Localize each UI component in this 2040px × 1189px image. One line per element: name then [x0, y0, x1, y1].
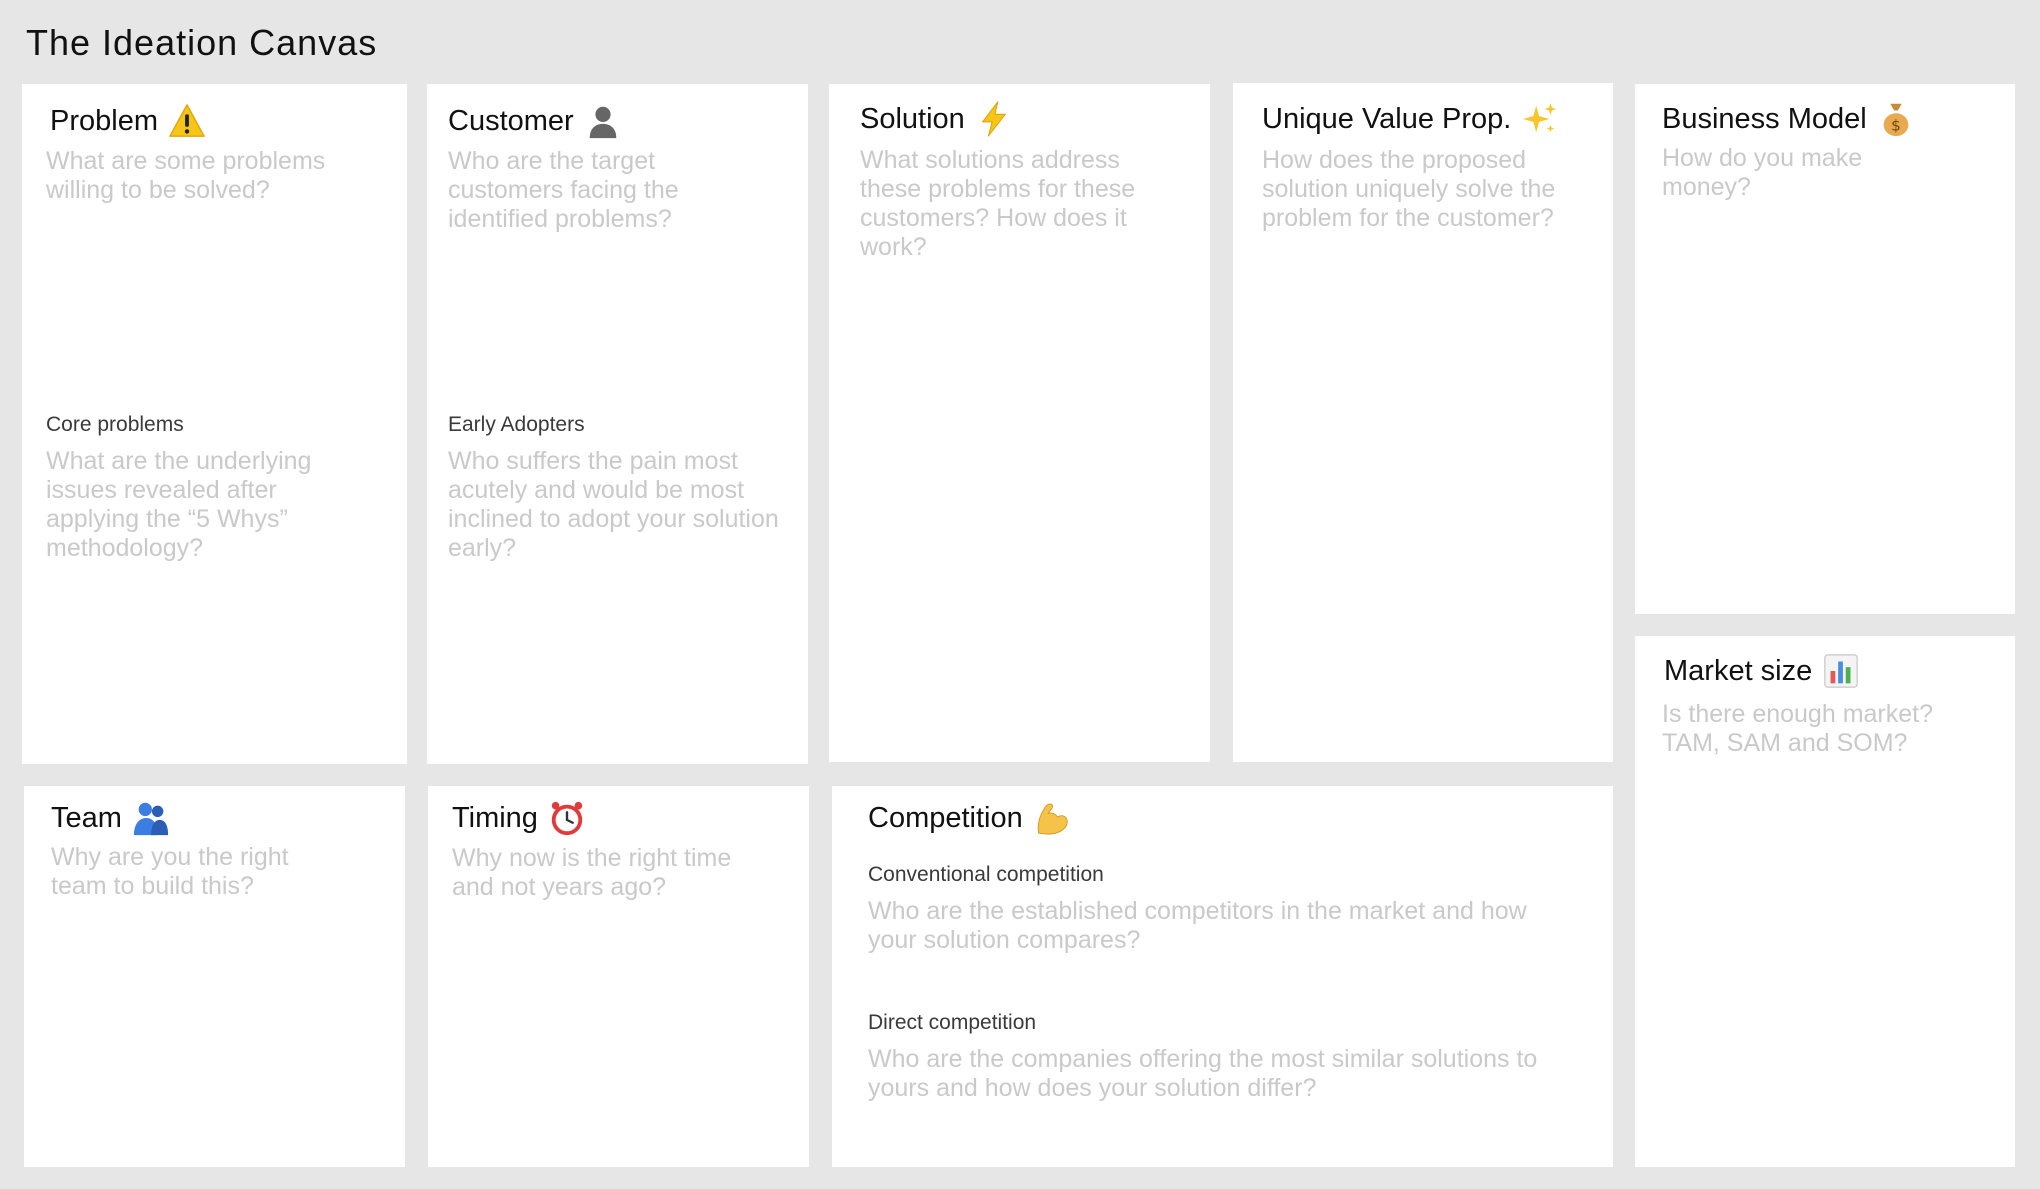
- competition-title: Competition: [868, 801, 1023, 834]
- competition-title-row: Competition: [868, 799, 1071, 837]
- business-model-card[interactable]: Business Model $ How do you make money?: [1635, 84, 2015, 614]
- money-bag-icon: $: [1877, 100, 1915, 138]
- lightning-icon: [975, 100, 1013, 138]
- problem-title-row: Problem: [50, 102, 206, 140]
- business-model-hint: How do you make money?: [1662, 144, 1863, 201]
- team-title-row: Team: [51, 799, 170, 837]
- market-size-title-row: Market size: [1664, 652, 1860, 690]
- bar-chart-icon: [1822, 652, 1860, 690]
- uvp-hint: How does the proposed solution uniquely …: [1262, 146, 1556, 232]
- solution-title-row: Solution: [860, 100, 1013, 138]
- person-silhouette-icon: [584, 102, 622, 140]
- solution-hint: What solutions address these problems fo…: [860, 146, 1136, 261]
- people-hugging-icon: [132, 799, 170, 837]
- customer-sub-hint: Who suffers the pain most acutely and wo…: [448, 447, 779, 562]
- problem-card[interactable]: Problem What are some problems willing t…: [22, 84, 407, 764]
- problem-sub-label: Core problems: [46, 413, 184, 436]
- uvp-title-row: Unique Value Prop.: [1262, 100, 1559, 138]
- customer-title: Customer: [448, 104, 574, 137]
- problem-hint: What are some problems willing to be sol…: [46, 147, 326, 204]
- problem-title: Problem: [50, 104, 158, 137]
- team-title: Team: [51, 801, 122, 834]
- business-model-title-row: Business Model $: [1662, 100, 1915, 138]
- alarm-clock-icon: [548, 799, 586, 837]
- market-size-title: Market size: [1664, 654, 1813, 687]
- customer-card[interactable]: Customer Who are the target customers fa…: [427, 84, 808, 764]
- solution-card[interactable]: Solution What solutions address these pr…: [829, 84, 1210, 762]
- solution-title: Solution: [860, 102, 965, 135]
- timing-hint: Why now is the right time and not years …: [452, 844, 732, 901]
- uvp-title: Unique Value Prop.: [1262, 102, 1512, 135]
- customer-title-row: Customer: [448, 102, 622, 140]
- timing-card[interactable]: Timing Why now is the right time and not…: [428, 786, 809, 1167]
- team-card[interactable]: Team Why are you the right team to build…: [24, 786, 405, 1167]
- uvp-card[interactable]: Unique Value Prop. How does the proposed…: [1233, 83, 1613, 762]
- competition-sub-hint-1: Who are the established competitors in t…: [868, 897, 1527, 954]
- sparkles-icon: [1521, 100, 1559, 138]
- market-size-hint: Is there enough market? TAM, SAM and SOM…: [1662, 700, 1933, 757]
- timing-title: Timing: [452, 801, 538, 834]
- flexed-biceps-icon: [1033, 799, 1071, 837]
- market-size-card[interactable]: Market size Is there enough market? TAM,…: [1635, 636, 2015, 1167]
- team-hint: Why are you the right team to build this…: [51, 843, 289, 900]
- business-model-title: Business Model: [1662, 102, 1867, 135]
- problem-sub-hint: What are the underlying issues revealed …: [46, 447, 312, 562]
- page-title: The Ideation Canvas: [26, 22, 378, 63]
- competition-sub-label-1: Conventional competition: [868, 863, 1104, 886]
- timing-title-row: Timing: [452, 799, 586, 837]
- customer-sub-label: Early Adopters: [448, 413, 585, 436]
- competition-sub-hint-2: Who are the companies offering the most …: [868, 1045, 1538, 1102]
- svg-text:$: $: [1891, 116, 1901, 134]
- customer-hint: Who are the target customers facing the …: [448, 147, 679, 233]
- warning-icon: [168, 102, 206, 140]
- competition-sub-label-2: Direct competition: [868, 1011, 1037, 1034]
- competition-card[interactable]: Competition Conventional competition Who…: [832, 786, 1613, 1167]
